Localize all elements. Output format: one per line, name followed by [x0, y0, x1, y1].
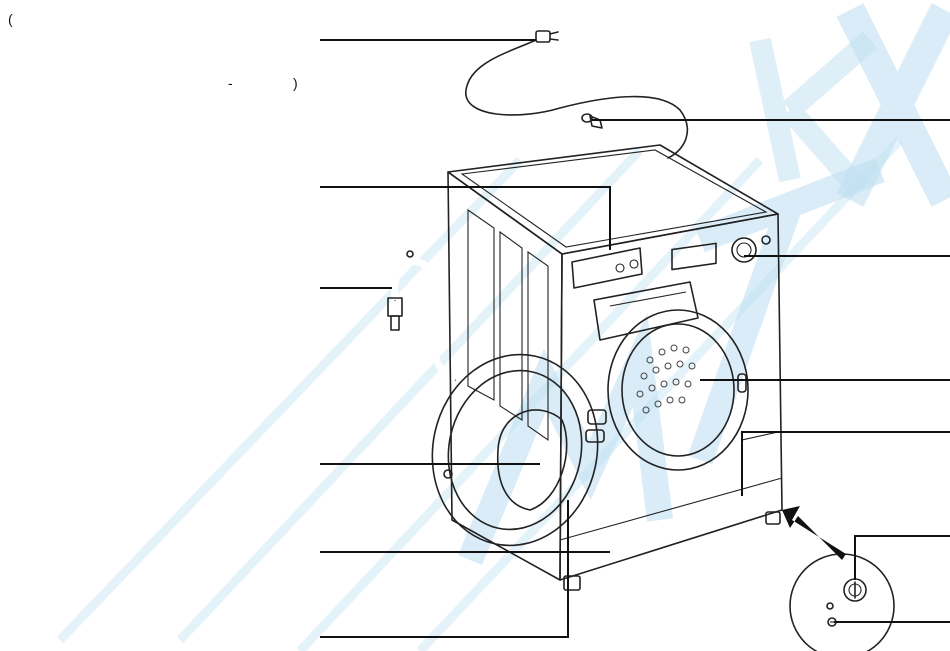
watermark-letter-k	[749, 31, 878, 198]
control-panel-icon	[671, 235, 771, 271]
power-cord	[465, 30, 689, 159]
inlet-valve-icon	[581, 113, 603, 129]
magnified-inset	[782, 506, 895, 651]
watermark	[56, 3, 950, 651]
porthole-door-icon	[431, 353, 607, 547]
drum-icon	[607, 309, 749, 471]
header-dash: -	[228, 75, 233, 91]
header-paren-open: (	[8, 11, 13, 27]
drain-hose-icon	[387, 250, 457, 384]
drain-pump-filter-icon	[843, 578, 867, 602]
filter-cover-icon	[741, 431, 779, 496]
adjustable-foot-icon	[563, 511, 781, 591]
leader-lines-left	[320, 39, 611, 638]
header-paren-close: )	[293, 75, 298, 91]
leader-adjustable-foot	[320, 500, 569, 638]
detergent-drawer-icon	[571, 247, 699, 341]
leader-lines-right	[592, 119, 950, 623]
leader-drain-pump-filter	[854, 535, 950, 580]
leader-filter-cover	[741, 431, 950, 496]
machine-body	[447, 144, 783, 591]
power-plug-icon	[535, 30, 559, 43]
leader-detergent-drawer	[320, 186, 611, 250]
watermark-letter-t	[687, 157, 885, 465]
